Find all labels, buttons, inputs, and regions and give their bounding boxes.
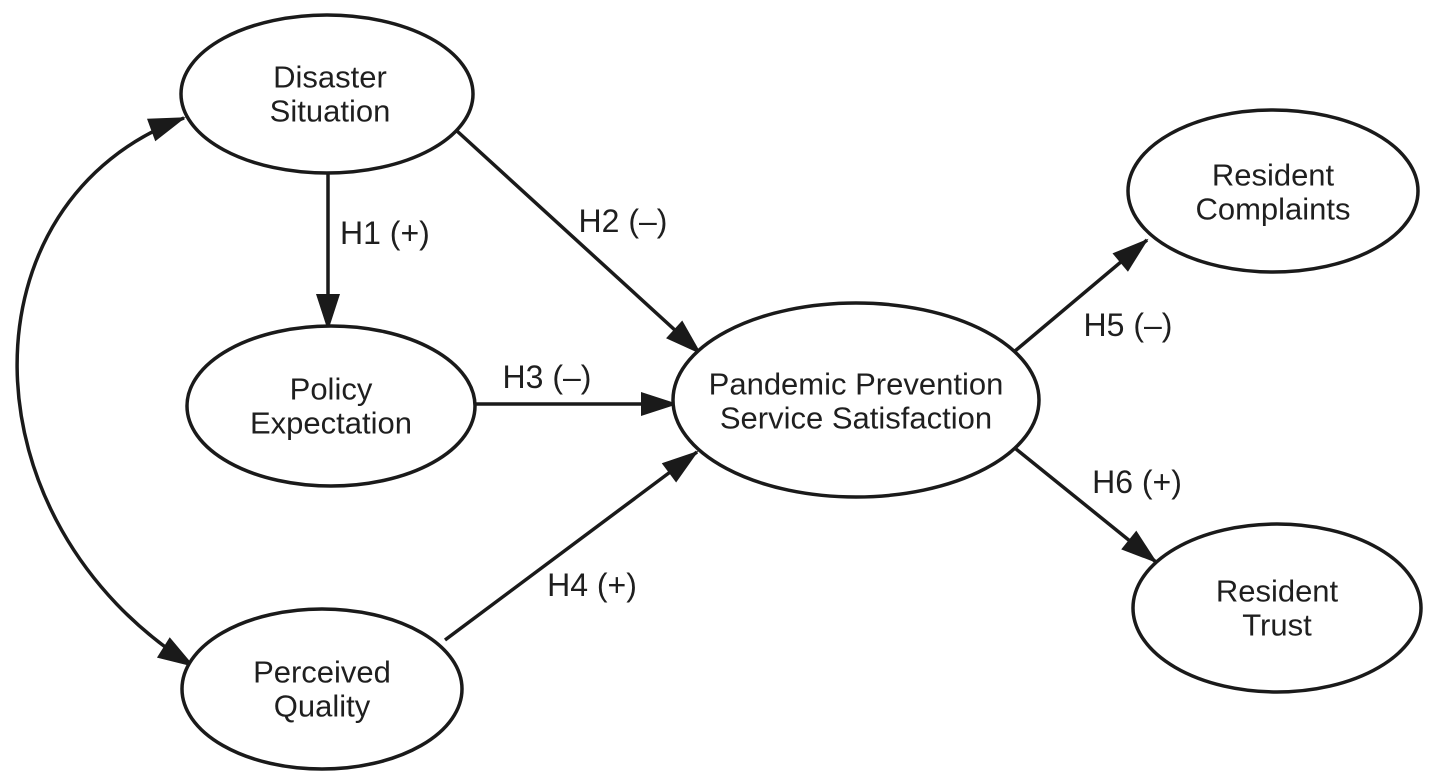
covariance-arrow-disaster-perceived: [15, 116, 195, 668]
edge-label-h5: H5 (–): [1084, 307, 1173, 343]
node-label-complaints-line2: Complaints: [1195, 192, 1350, 227]
edge-label-h1: H1 (+): [340, 215, 430, 251]
edge-h5-arrow: [1013, 238, 1149, 353]
edge-label-h4: H4 (+): [547, 567, 637, 603]
node-label-policy-line2: Expectation: [250, 406, 412, 441]
node-label-satisfaction-line2: Service Satisfaction: [720, 401, 992, 436]
node-label-policy-line1: Policy: [290, 372, 373, 407]
edge-h2-arrow: [455, 129, 702, 355]
node-label-perceived-line1: Perceived: [253, 655, 391, 690]
node-layer: [179, 13, 1423, 771]
edge-label-h3: H3 (–): [503, 359, 592, 395]
node-ellipse-perceived-quality: [180, 607, 464, 771]
node-ellipse-resident-complaints: [1126, 108, 1420, 274]
edge-layer: [15, 116, 1158, 668]
edge-h4-arrow: [443, 450, 699, 642]
node-ellipse-policy-expectation: [185, 324, 477, 488]
node-label-perceived-line2: Quality: [274, 689, 371, 724]
node-ellipse-pandemic-prevention-service-satisfaction: [671, 301, 1041, 499]
node-label-disaster-line2: Situation: [270, 94, 391, 129]
node-label-trust-line2: Trust: [1242, 608, 1312, 643]
node-label-trust-line1: Resident: [1216, 574, 1339, 609]
node-label-disaster-line1: Disaster: [273, 60, 387, 95]
edge-label-h2: H2 (–): [579, 203, 668, 239]
node-text-layer: Disaster Situation Policy Expectation Pe…: [250, 60, 1351, 724]
node-ellipse-disaster-situation: [179, 13, 475, 175]
edge-h6-arrow: [1014, 447, 1158, 564]
node-ellipse-resident-trust: [1131, 522, 1423, 694]
node-label-complaints-line1: Resident: [1212, 158, 1335, 193]
edge-label-h6: H6 (+): [1092, 464, 1182, 500]
node-label-satisfaction-line1: Pandemic Prevention: [709, 367, 1004, 402]
edge-label-layer: H1 (+) H2 (–) H3 (–) H4 (+) H5 (–) H6 (+…: [340, 203, 1182, 603]
